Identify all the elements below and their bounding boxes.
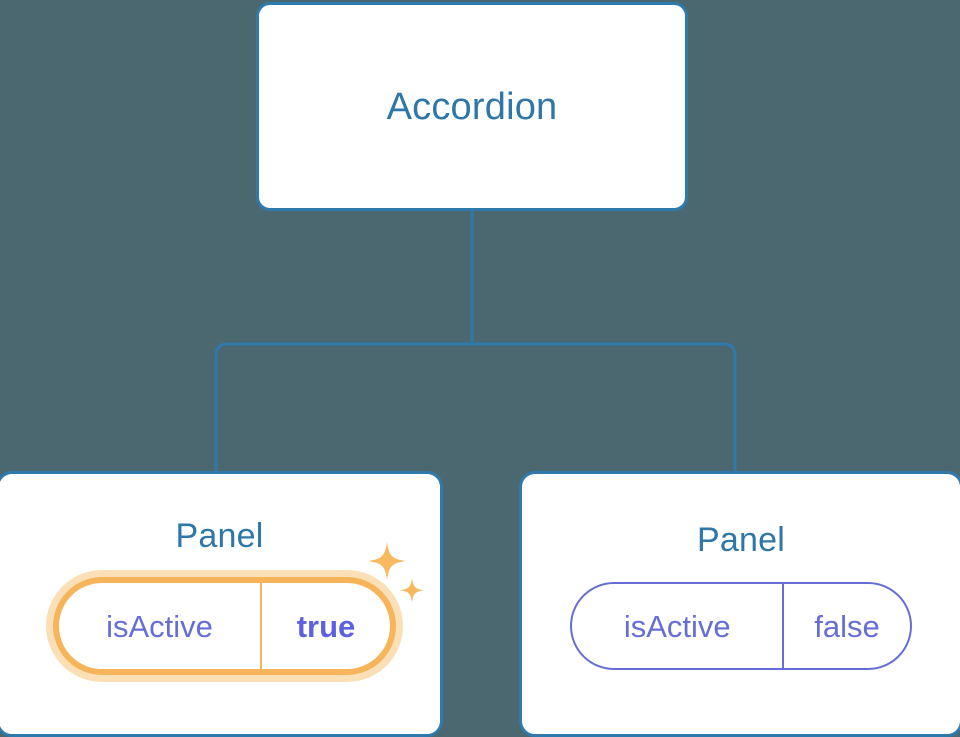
prop-pill-wrapper-active: isActive true	[4, 542, 445, 682]
node-card-accordion[interactable]: Accordion	[256, 2, 688, 211]
node-title-panel-active: Panel	[175, 517, 264, 555]
prop-key-isactive: isActive	[572, 584, 785, 668]
prop-pill-active[interactable]: isActive true	[53, 577, 396, 675]
prop-key-isactive: isActive	[59, 583, 262, 669]
node-card-panel-inactive[interactable]: Panel isActive false	[519, 471, 960, 737]
sparkle-small-icon	[400, 578, 424, 603]
prop-pill-inactive[interactable]: isActive false	[570, 582, 912, 670]
connector-child-bus	[214, 342, 737, 472]
prop-pill-wrapper-inactive: isActive false	[522, 582, 960, 670]
prop-value-isactive: true	[296, 608, 356, 644]
node-title-panel-inactive: Panel	[697, 521, 785, 559]
prop-value-isactive: false	[814, 608, 880, 644]
sparkle-large-icon	[368, 542, 406, 580]
node-title-accordion: Accordion	[386, 85, 558, 128]
node-card-panel-active[interactable]: Panel isActive true	[0, 471, 443, 737]
prop-pill-highlight-glow: isActive true	[46, 570, 403, 682]
